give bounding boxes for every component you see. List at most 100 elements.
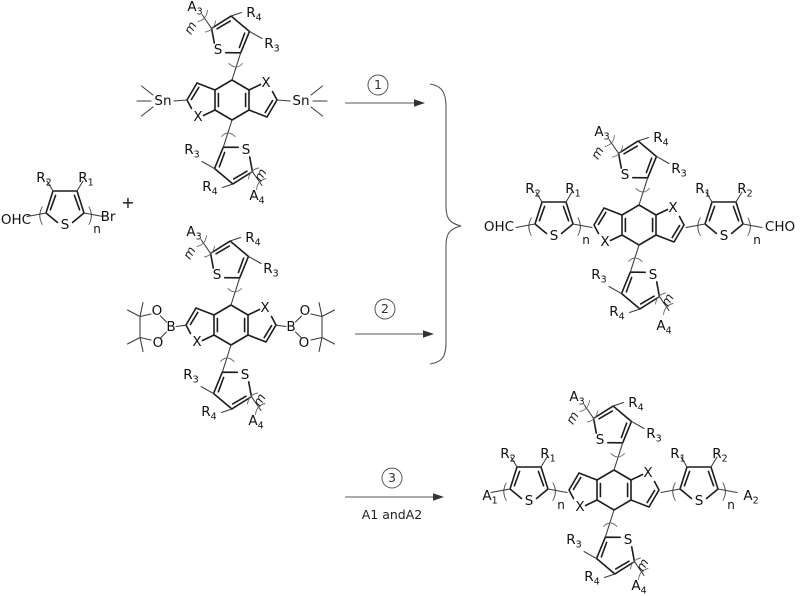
reactant-diboronate-bdt	[126, 236, 336, 415]
boron-right: B	[286, 319, 295, 335]
reaction-arrow-3	[345, 467, 444, 501]
label-m-22: m	[251, 166, 270, 184]
step-3-circle	[381, 467, 403, 489]
label-o-28: O	[299, 335, 310, 351]
step-3-condition: A1 andA2	[362, 507, 423, 522]
label-r4-37: R4	[201, 404, 216, 423]
monomer-r1: R1	[78, 170, 93, 189]
label-m-52: m	[658, 291, 677, 309]
label-r4-19: R4	[202, 179, 217, 198]
label-r3-36: R3	[183, 367, 198, 386]
label-s-71: S	[596, 432, 605, 448]
label-a3-43: A3	[594, 124, 609, 143]
label-r4-46: R4	[653, 130, 668, 149]
label-r1-62: R1	[695, 181, 710, 200]
label-r4-72: R4	[628, 395, 643, 414]
label-r2-63: R2	[737, 181, 752, 200]
label-(-54: (	[526, 214, 534, 238]
label-r4-75: R4	[584, 569, 599, 588]
step-1-number: 1	[374, 77, 382, 92]
product2-a1: A1	[482, 488, 497, 507]
label-s-20: S	[242, 142, 251, 158]
label-r2-89: R2	[712, 446, 727, 465]
label-n-91: n	[727, 498, 735, 512]
label-a4-21: A4	[249, 188, 264, 207]
label-s-76: S	[624, 532, 633, 548]
label-)-87: )	[720, 479, 728, 503]
monomer-br: Br	[101, 209, 116, 225]
label-r3-35: R3	[263, 261, 278, 280]
label-n-65: n	[753, 233, 761, 247]
label-(-86: (	[670, 479, 678, 503]
label-x-12: X	[261, 75, 270, 91]
label-(-80: (	[501, 479, 509, 503]
label-)-61: )	[745, 214, 753, 238]
step-1-circle	[367, 74, 389, 96]
product1-cho: CHO	[765, 219, 795, 235]
label-x-67: X	[575, 499, 584, 515]
label-a4-51: A4	[656, 318, 671, 337]
label-r1-57: R1	[565, 181, 580, 200]
label-r4-16: R4	[246, 5, 261, 24]
label-o-26: O	[153, 335, 164, 351]
label-r3-17: R3	[264, 36, 279, 55]
label-o-27: O	[300, 303, 311, 319]
label-r2-56: R2	[525, 181, 540, 200]
grouping-brace	[429, 83, 462, 365]
label-s-64: S	[720, 228, 729, 244]
label-s-15: S	[214, 42, 223, 58]
label-r1-83: R1	[540, 446, 555, 465]
monomer-r2: R2	[36, 170, 51, 189]
label-)-81: )	[550, 479, 558, 503]
label-a4-77: A4	[631, 578, 646, 596]
label-r3-73: R3	[646, 426, 661, 445]
label-r4-49: R4	[609, 304, 624, 323]
label-x-68: X	[643, 465, 652, 481]
label-x-41: X	[600, 234, 609, 250]
label-r3-47: R3	[671, 161, 686, 180]
label-m-78: m	[633, 556, 652, 574]
step-2-circle	[374, 298, 396, 320]
label-s-50: S	[649, 267, 658, 283]
label-r4-34: R4	[245, 230, 260, 249]
reaction-arrow-1	[345, 74, 425, 107]
label-o-25: O	[152, 303, 163, 319]
label-a3-69: A3	[569, 389, 584, 408]
arrowhead-3	[433, 493, 444, 501]
monomer-s: S	[61, 217, 70, 233]
label-s-45: S	[621, 167, 630, 183]
arrowhead-1	[414, 99, 425, 107]
label-s-90: S	[695, 493, 704, 509]
product-dialdehyde-polymer	[516, 136, 762, 315]
label-a3-31: A3	[186, 224, 201, 243]
plus-sign: +	[121, 193, 134, 212]
monomer-paren-open: (	[37, 203, 45, 227]
stannyl-left: Sn	[154, 93, 171, 109]
label-a4-39: A4	[248, 413, 263, 432]
label-s-58: S	[550, 228, 559, 244]
label-m-44: m	[588, 144, 607, 162]
label-s-33: S	[213, 267, 222, 283]
label-x-42: X	[668, 200, 677, 216]
label-n-85: n	[557, 498, 565, 512]
label-a3-13: A3	[187, 0, 202, 18]
label-m-40: m	[250, 391, 269, 409]
stannyl-right: Sn	[292, 93, 309, 109]
label-m-32: m	[180, 244, 199, 262]
label-x-11: X	[193, 109, 202, 125]
label-r1-88: R1	[670, 446, 685, 465]
label-s-84: S	[525, 493, 534, 509]
monomer-paren-close: )	[86, 203, 94, 227]
product1-ohc: OHC	[484, 219, 514, 235]
reaction-arrow-2	[355, 298, 434, 338]
monomer-n: n	[93, 222, 101, 236]
label-m-70: m	[563, 409, 582, 427]
label-r2-82: R2	[500, 446, 515, 465]
label-r3-18: R3	[184, 142, 199, 161]
label-r3-74: R3	[566, 532, 581, 551]
step-2-number: 2	[381, 301, 389, 316]
label-m-14: m	[181, 19, 200, 37]
label-s-38: S	[241, 367, 250, 383]
